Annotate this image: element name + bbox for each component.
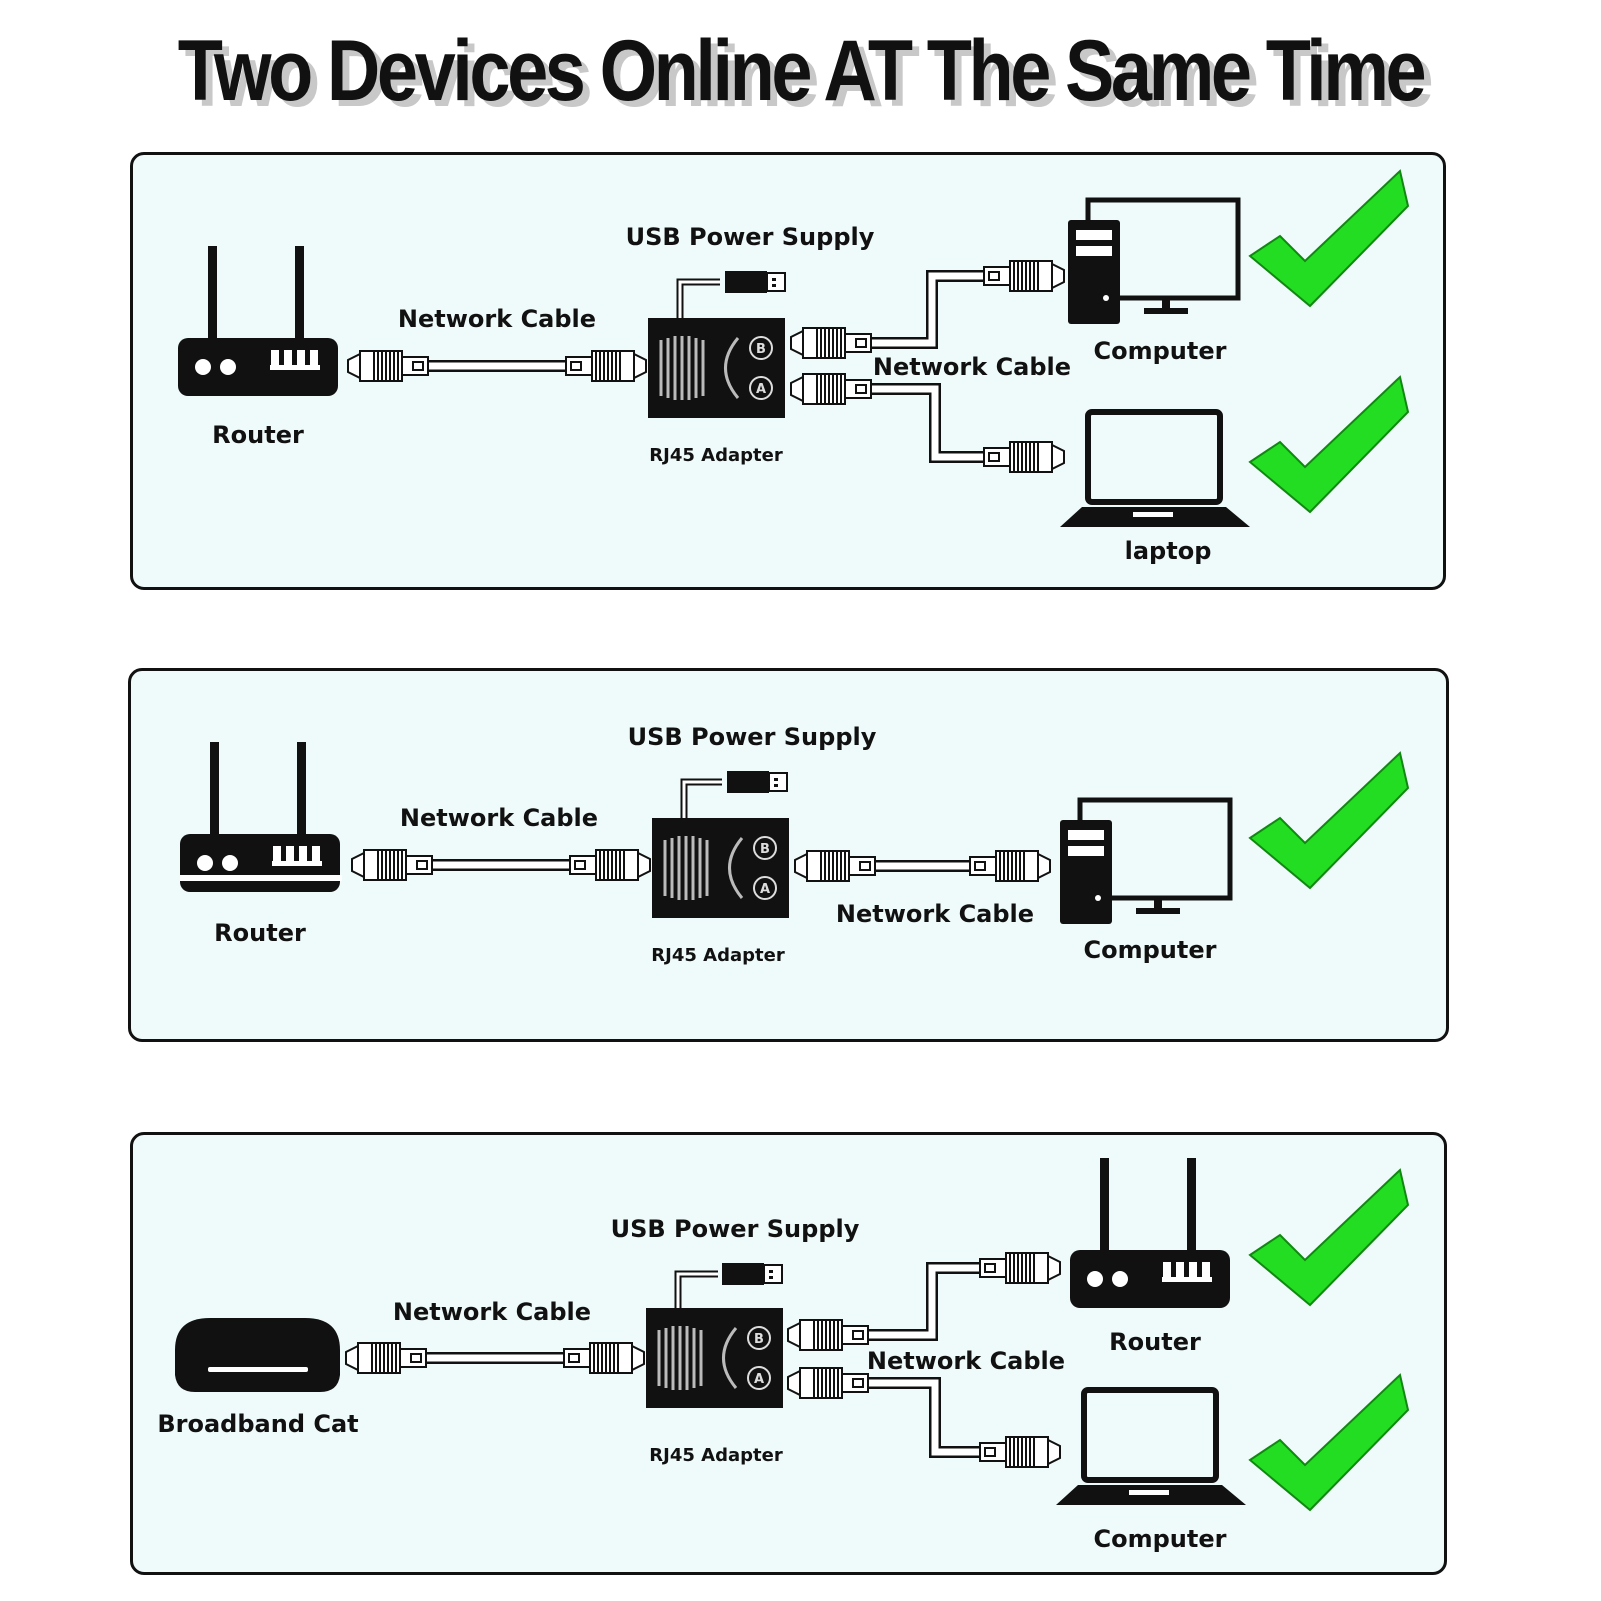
rj45-plug [969,850,1051,882]
rj45-plug [795,851,875,881]
computer-icon [1060,800,1230,924]
device-a-label: Computer [1094,337,1227,365]
checkmark-icon [1249,1374,1409,1511]
usb-power-label: USB Power Supply [611,1215,860,1243]
router-icon [1070,1158,1230,1308]
computer-icon [1068,200,1238,324]
page-title: Two Devices Online AT The Same Time [177,23,1427,119]
rj45-adapter-icon [644,1306,785,1410]
rj45-plug [979,1436,1061,1468]
rj45-plug [791,328,871,358]
laptop-icon [1060,412,1250,527]
usb-plug-icon [726,770,788,794]
router-icon [178,246,338,396]
checkmark-icon [1249,752,1409,889]
panel-2-diagram: Router Network Cable USB Power Supply RJ… [180,723,1409,966]
rj45-plug [348,351,428,381]
usb-power-label: USB Power Supply [626,223,875,251]
network-cable-label: Network Cable [398,305,596,333]
rj45-plug [788,1320,868,1350]
rj45-plug [791,374,871,404]
rj45-plug [352,850,432,880]
checkmark-icon [1249,376,1409,513]
adapter-label: RJ45 Adapter [649,445,783,466]
network-cable-out-label: Network Cable [873,353,1071,381]
network-cable-out-label: Network Cable [836,900,1034,928]
checkmark-icon [1249,170,1409,307]
device-b-label: laptop [1125,537,1212,565]
adapter-label: RJ45 Adapter [649,1445,783,1466]
router-icon [180,742,340,892]
device-a-label: Router [1109,1328,1201,1356]
rj45-plug [983,260,1065,292]
rj45-plug [563,1342,645,1374]
laptop-icon [1056,1390,1246,1505]
rj45-plug [983,441,1065,473]
network-cable-label: Network Cable [393,1298,591,1326]
device-b-label: Computer [1094,1525,1227,1553]
usb-plug-icon [721,1262,783,1286]
usb-plug-icon [724,270,786,294]
source-label: Router [214,919,306,947]
network-cable-label: Network Cable [400,804,598,832]
panel-3-diagram: Broadband Cat Network Cable USB Power Su… [157,1158,1409,1553]
rj45-plug [788,1368,868,1398]
source-label: Broadband Cat [157,1410,358,1438]
rj45-adapter-icon [650,816,791,920]
usb-power-label: USB Power Supply [628,723,877,751]
modem-icon [175,1318,340,1392]
rj45-plug [569,849,651,881]
checkmark-icon [1249,1169,1409,1306]
device-a-label: Computer [1084,936,1217,964]
network-cable-out-label: Network Cable [867,1347,1065,1375]
rj45-adapter-icon [646,316,787,420]
rj45-plug [346,1343,426,1373]
panel-1-diagram: Router Network Cable USB Power Supply RJ… [178,170,1409,565]
adapter-label: RJ45 Adapter [651,945,785,966]
rj45-plug [979,1252,1061,1284]
rj45-plug [565,350,647,382]
source-label: Router [212,421,304,449]
